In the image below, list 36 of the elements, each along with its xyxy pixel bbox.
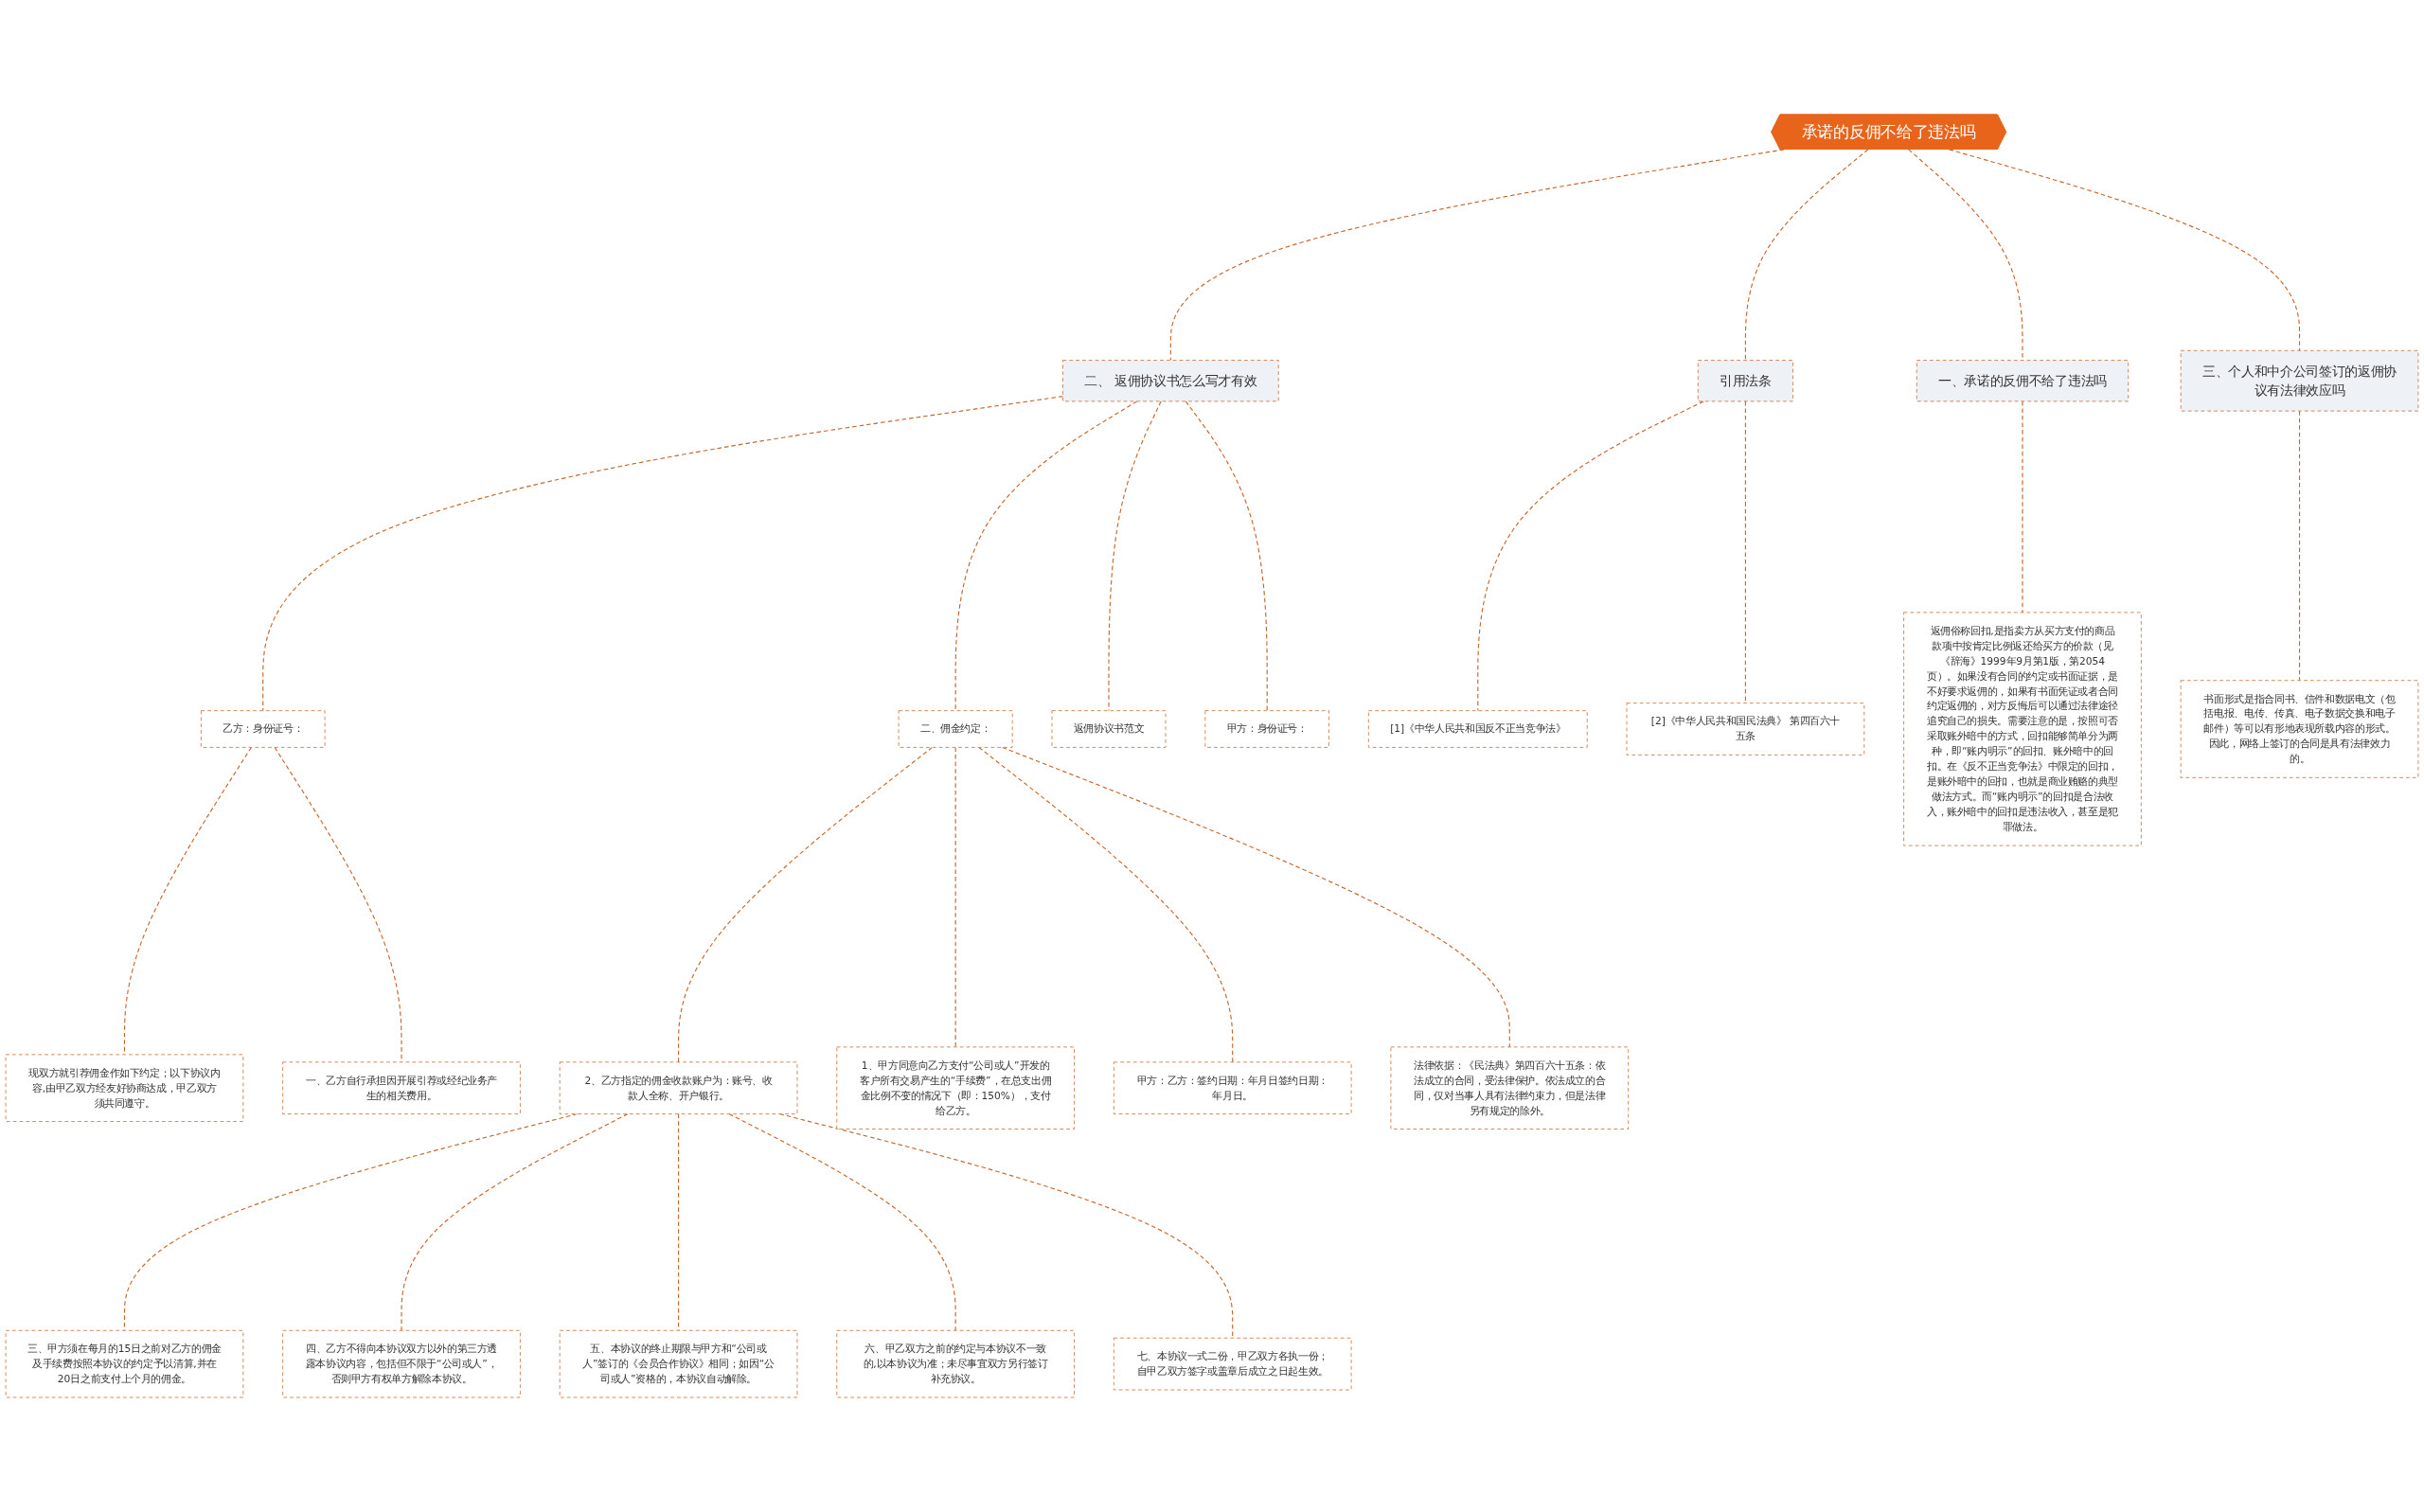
node-box: 返佣俗称回扣,是指卖方从买方支付的商品款项中按肯定比例返还给买方的价款（见《辞海》1999年9月第1版，第2054页）。如果没有合同的约定或书面证据，是不好要求返佣的，如果有书面凭证或者合同约定返佣的，对方反悔后可以通过法律途径追究自己的损失。需要注意的是，按照可否采取账外暗中的方式，回扣能够简单分为两种，即“账内明示”的回扣、账外暗中的回扣。在《反不正当竞争法》中限定的回扣，是账外暗中的回扣，也就是商业贿赂的典型做法方式。而“账内明示”的回扣是合法收入，账外暗中的回扣是违法收入，甚至是犯罪做法。 xyxy=(1903,612,2142,846)
node-box: [1]《中华人民共和国反不正当竞争法》 xyxy=(1367,710,1588,748)
connector xyxy=(678,746,934,1063)
node-box: 二、佣金约定： xyxy=(898,710,1013,748)
node-box: 乙方：身份证号： xyxy=(201,710,326,748)
node-box: 1、甲方同意向乙方支付“公司或人”开发的客户所有交易产生的“手续费”，在总支出佣金比例不变的情况下（即：150%），支付给乙方。 xyxy=(836,1046,1075,1130)
node-box: 三、甲方须在每月的15日之前对乙方的佣金及手续费按照本协议的约定予以清算,并在20日之前支付上个月的佣金。 xyxy=(5,1329,244,1398)
node-box: 现双方就引荐佣金作如下约定；以下协议内容,由甲乙双方经友好协商达成，甲乙双方须共同遵守。 xyxy=(5,1054,244,1122)
node-box: 三、个人和中介公司签订的返佣协议有法律效应吗 xyxy=(2180,349,2419,412)
node-box: 一、乙方自行承担因开展引荐或经纪业务产生的相关费用。 xyxy=(282,1061,521,1114)
connector xyxy=(1477,400,1704,712)
connector xyxy=(954,746,956,1048)
node-box: [2]《中华人民共和国民法典》 第四百六十五条 xyxy=(1626,703,1865,756)
node-box: 引用法条 xyxy=(1697,360,1793,402)
node-box: 七、本协议一式二份，甲乙双方各执一份；自甲乙双方签字或盖章后成立之日起生效。 xyxy=(1113,1337,1352,1391)
connector xyxy=(1185,400,1268,712)
connector xyxy=(978,746,1234,1063)
node-box: 甲方：身份证号： xyxy=(1204,710,1329,748)
node-box: 书面形式是指合同书、信件和数据电文（包括电报、电传、传真、电子数据交换和电子邮件）等可以有形地表现所载内容的形式。因此，网络上签订的合同是具有法律效力的。 xyxy=(2180,680,2419,778)
node-box: 五、本协议的终止期限与甲方和“公司或人”签订的《会员合作协议》相同；如因“公司或人”资格的，本协议自动解除。 xyxy=(559,1329,798,1398)
node-box: 六、甲乙双方之前的约定与本协议不一致的,以本协议为准；未尽事宜双方另行签订补充协议。 xyxy=(836,1329,1075,1398)
connector xyxy=(2022,400,2023,614)
node-box: 返佣协议书范文 xyxy=(1051,710,1167,748)
connector xyxy=(1169,149,1785,362)
connector xyxy=(1744,149,1869,362)
node-box: 一、承诺的反佣不给了违法吗 xyxy=(1916,360,2130,402)
connector xyxy=(2298,410,2301,682)
connector xyxy=(728,1113,956,1331)
connector xyxy=(262,396,1064,712)
node-box: 甲方：乙方：签约日期：年月日签约日期：年月日。 xyxy=(1113,1061,1352,1114)
node-box: 二、 返佣协议书怎么写才有效 xyxy=(1062,360,1279,402)
connector xyxy=(1948,149,2301,351)
connector xyxy=(401,1113,629,1331)
node-box: 法律依据：《民法典》第四百六十五条：依法成立的合同，受法律保护。依法成立的合同，仅对当事人具有法律约束力，但是法律另有规定的除外。 xyxy=(1390,1046,1630,1130)
node-box: 四、乙方不得向本协议双方以外的第三方透露本协议内容，包括但不限于“公司或人”，否则甲方有权单方解除本协议。 xyxy=(282,1329,521,1398)
node-box: 2、乙方指定的佣金收款账户为：账号、收款人全称、开户银行。 xyxy=(559,1061,798,1114)
